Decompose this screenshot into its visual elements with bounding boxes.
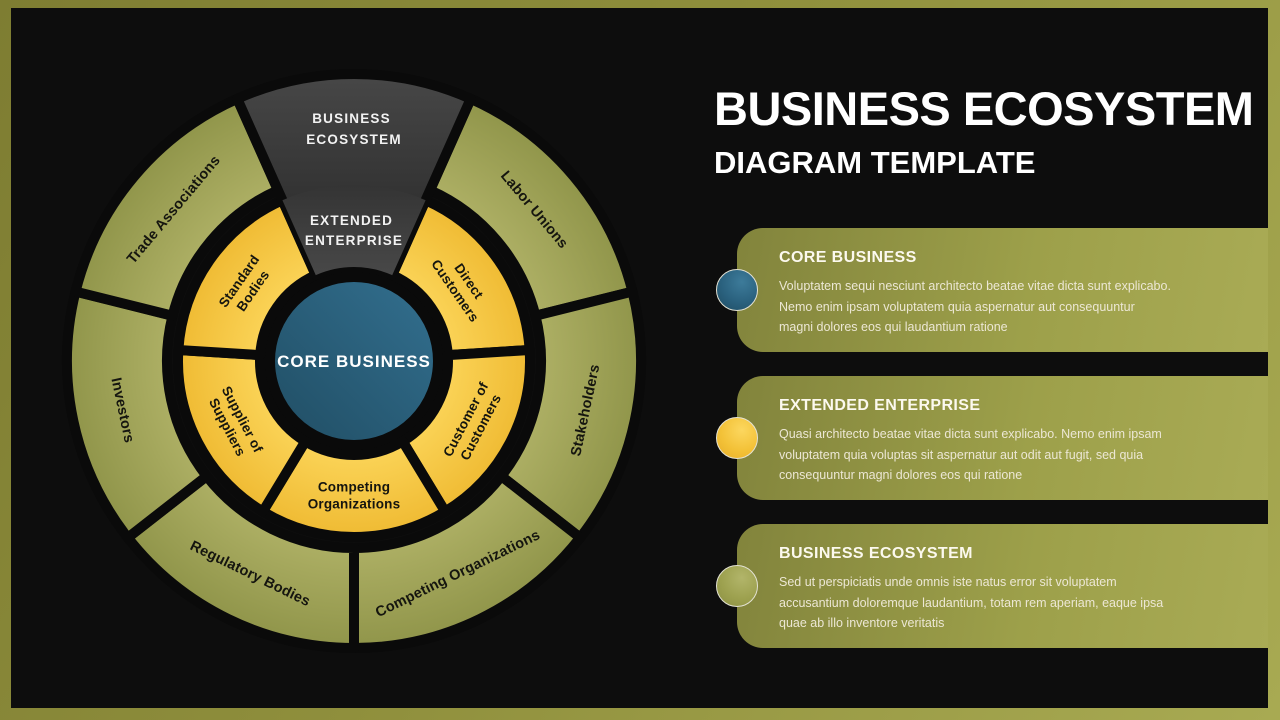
card-body-line: Voluptatem sequi nesciunt architecto bea… (779, 279, 1171, 293)
card-heading: BUSINESS ECOSYSTEM (779, 545, 973, 562)
wedge-outer-label: BUSINESS ECOSYSTEM (306, 111, 402, 147)
card-body-line: quae ab illo inventore veritatis (779, 616, 945, 631)
wedge-inner-label: EXTENDED ENTERPRISE (305, 213, 403, 248)
slide-subtitle: DIAGRAM TEMPLATE (714, 145, 1036, 181)
card-body: Sed ut perspiciatis unde omnis iste natu… (779, 572, 1248, 634)
info-cards: CORE BUSINESS Voluptatem sequi nesciunt … (716, 228, 1268, 672)
diagram-segments (62, 69, 646, 653)
wedge-inner-segment (282, 185, 426, 276)
title-block: BUSINESS ECOSYSTEM DIAGRAM TEMPLATE (714, 82, 1254, 181)
card-body-line: Sed ut perspiciatis unde omnis iste natu… (779, 575, 1117, 589)
middle-segment-supplier-of-suppliers (173, 344, 311, 517)
card-body-line: consequuntur magni dolores eos qui ratio… (779, 468, 1023, 483)
middle-segment-standard-bodies (173, 195, 321, 361)
card-business-ecosystem: BUSINESS ECOSYSTEM Sed ut perspiciatis u… (716, 524, 1268, 648)
card-body-line: accusantium doloremque laudantium, totam… (779, 595, 1164, 610)
middle-segment-direct-customers (387, 195, 535, 361)
card-body-line: voluptatem quia voluptas sit aspernatur … (779, 447, 1144, 462)
extended-enterprise-dot-icon (716, 417, 758, 459)
core-business-dot-icon (716, 269, 758, 311)
card-extended-enterprise: EXTENDED ENTERPRISE Quasi architecto bea… (716, 376, 1268, 500)
card-heading: CORE BUSINESS (779, 249, 917, 266)
business-ecosystem-dot-icon (716, 565, 758, 607)
business-ecosystem-diagram: BUSINESS ECOSYSTEM EXTENDED ENTERPRISE C… (62, 69, 646, 653)
slide-background: BUSINESS ECOSYSTEM EXTENDED ENTERPRISE C… (11, 8, 1268, 708)
slide-title: BUSINESS ECOSYSTEM (714, 82, 1254, 135)
card-core-business: CORE BUSINESS Voluptatem sequi nesciunt … (716, 228, 1268, 352)
middle-segment-competing-organizations (257, 436, 451, 542)
core-business-circle (265, 272, 443, 450)
card-body-line: Nemo enim ipsam voluptatem quia aspernat… (779, 299, 1135, 314)
card-heading: EXTENDED ENTERPRISE (779, 397, 981, 414)
middle-segment-customer-of-customers (397, 344, 535, 517)
card-body: Voluptatem sequi nesciunt architecto bea… (779, 276, 1248, 338)
core-business-label: CORE BUSINESS (277, 352, 431, 371)
card-body-line: magni dolores eos qui laudantium ratione (779, 320, 1008, 335)
card-body-line: Quasi architecto beatae vitae dicta sunt… (779, 427, 1162, 441)
card-body: Quasi architecto beatae vitae dicta sunt… (779, 424, 1248, 486)
